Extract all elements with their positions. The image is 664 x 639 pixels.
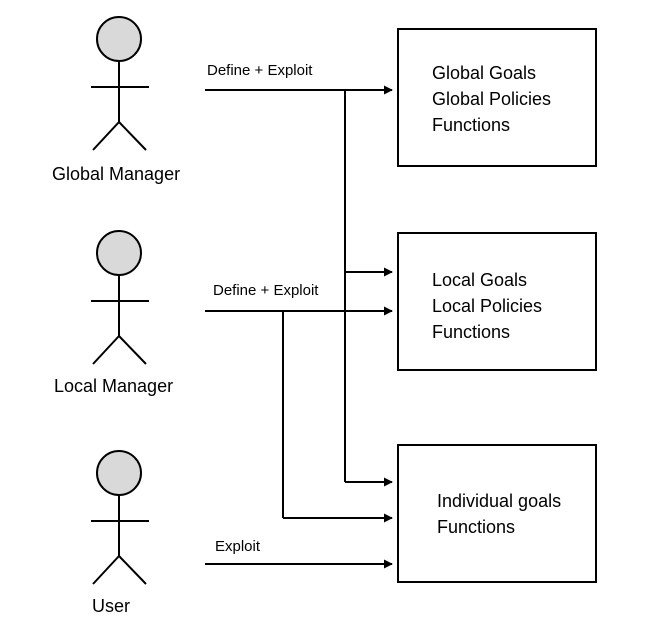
individual-goals-text: Individual goals xyxy=(437,491,562,511)
local-manager-label: Local Manager xyxy=(54,376,174,396)
local-functions-text: Functions xyxy=(432,322,511,342)
global-manager-actor xyxy=(54,12,174,154)
actor-head xyxy=(96,16,142,62)
user-figure-icon xyxy=(91,450,149,585)
global-policies-text: Global Policies xyxy=(432,89,552,109)
user-label: User xyxy=(92,596,131,616)
actor-head xyxy=(96,450,142,496)
user-edge-label: Exploit xyxy=(215,538,261,555)
individual-functions-text: Functions xyxy=(437,517,516,537)
global-goals-text: Global Goals xyxy=(432,63,537,83)
individual-box-text: Individual goals Functions xyxy=(437,488,561,540)
global-manager-figure-icon xyxy=(91,16,149,151)
global-box-text: Global Goals Global Policies Functions xyxy=(432,60,551,138)
user-actor xyxy=(54,446,174,588)
local-goals-text: Local Goals xyxy=(432,270,528,290)
local-box xyxy=(397,232,597,371)
local-manager-actor xyxy=(54,226,174,368)
local-manager-figure-icon xyxy=(91,230,149,365)
global-manager-label: Global Manager xyxy=(52,164,181,184)
local-box-text: Local Goals Local Policies Functions xyxy=(432,267,542,345)
global-edge-label: Define + Exploit xyxy=(207,62,313,79)
individual-box xyxy=(397,444,597,583)
local-policies-text: Local Policies xyxy=(432,296,543,316)
local-edge-label: Define + Exploit xyxy=(213,282,319,299)
global-box xyxy=(397,28,597,167)
actor-head xyxy=(96,230,142,276)
global-functions-text: Functions xyxy=(432,115,511,135)
